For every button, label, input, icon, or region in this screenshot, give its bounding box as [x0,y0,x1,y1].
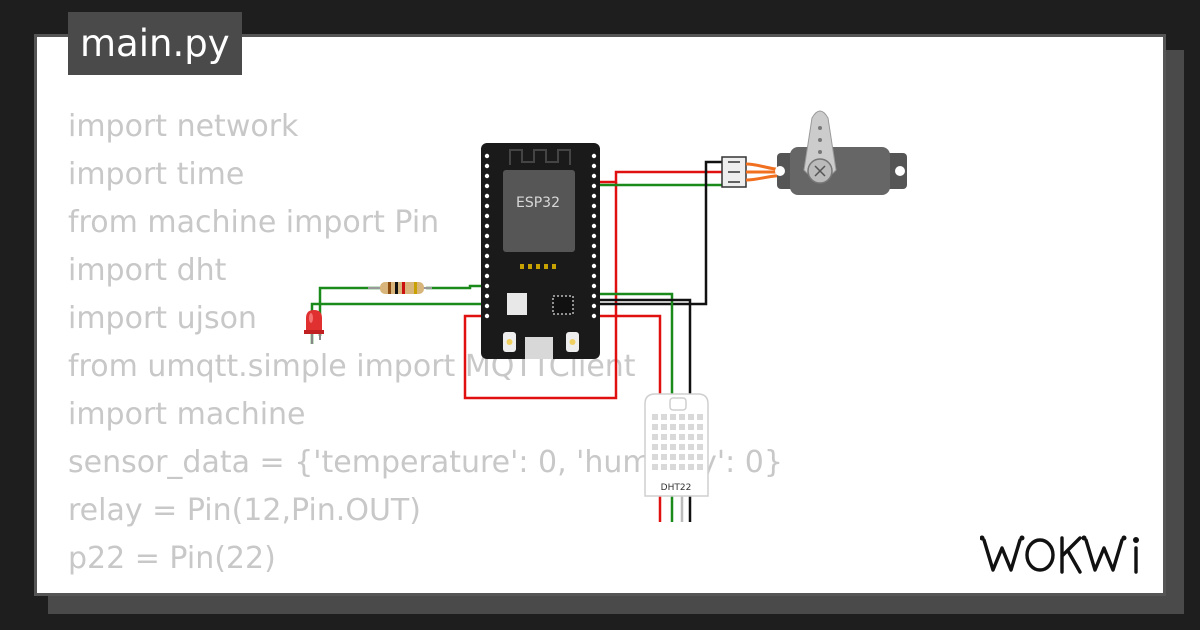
antenna [509,149,571,165]
usb-port [525,337,553,359]
wire-red-loop [463,182,618,400]
voltage-regulator [507,293,527,315]
wire-green-resistor [426,284,483,290]
code-line: p22 = Pin(22) [68,541,276,576]
code-line: import ujson [68,301,257,336]
code-line: import time [68,157,245,192]
wire-red-servo [593,170,724,184]
code-line: import network [68,109,299,144]
wire-green-led-top [318,286,380,336]
code-line: from machine import Pin [68,205,440,240]
esp32-label: ESP32 [516,195,560,211]
wire-black-servo [593,160,724,306]
wokwi-logo [980,535,1139,574]
servo-motor[interactable] [721,110,907,195]
module-pads [520,264,556,269]
esp32-board[interactable]: ESP32 [481,143,600,359]
file-tab[interactable]: main.py [68,12,242,75]
dht22-label: DHT22 [661,483,692,493]
code-line: import dht [68,253,227,288]
dht22-grille [652,414,703,470]
pin-header-right [591,153,597,319]
dht22-sensor[interactable]: DHT22 [644,393,709,497]
usb-chip [552,295,574,315]
pin-header-left [484,153,490,319]
esp32-module [503,170,575,252]
led-red[interactable] [304,310,324,344]
wire-green-led-bottom [310,302,483,344]
code-line: relay = Pin(12,Pin.OUT) [68,493,421,528]
code-line: import machine [68,397,306,432]
resistor[interactable] [368,282,432,294]
